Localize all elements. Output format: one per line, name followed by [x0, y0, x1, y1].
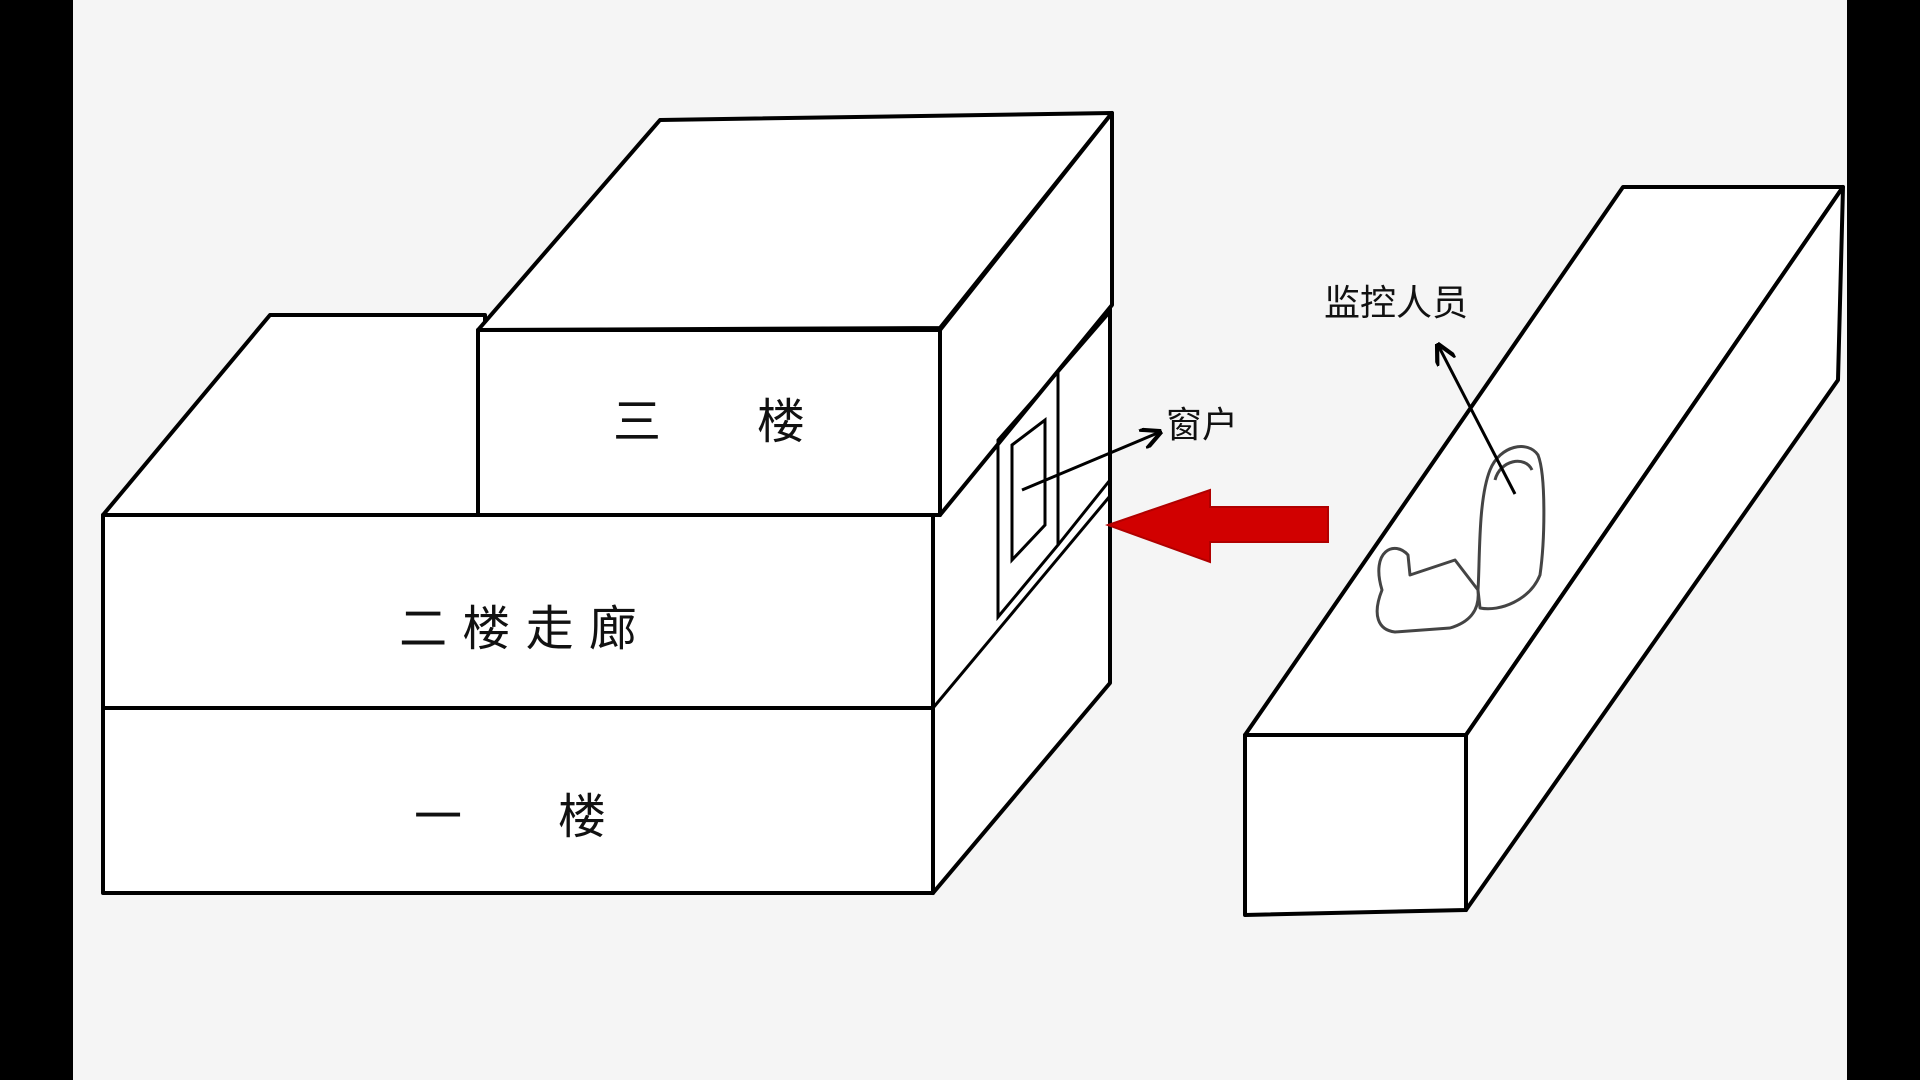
monitor-person-label: 监控人员 — [1324, 283, 1468, 324]
window-pane — [1010, 416, 1047, 564]
right-letterbox — [1847, 0, 1920, 1080]
window-top-side-line — [1056, 311, 1112, 373]
ground-strip-front — [1243, 733, 1468, 917]
red-direction-arrow — [1104, 488, 1329, 564]
window-label: 窗户 — [1166, 405, 1238, 446]
left-letterbox — [0, 0, 73, 1080]
third-floor-label: 三 楼 — [613, 394, 805, 450]
window-bottom-side-line — [1056, 479, 1112, 546]
lower-block-top — [101, 313, 487, 517]
chair-icon — [1375, 445, 1546, 634]
first-floor-label: 一 楼 — [414, 789, 606, 845]
window-pointer-arrow — [1021, 432, 1160, 492]
monitor-pointer-arrow — [1438, 345, 1517, 495]
second-floor-corridor-label: 二 楼 走 廊 — [399, 601, 637, 657]
third-floor-right-side — [938, 111, 1114, 517]
floor-divider-side — [931, 495, 1112, 709]
ground-strip-side — [1464, 185, 1845, 912]
